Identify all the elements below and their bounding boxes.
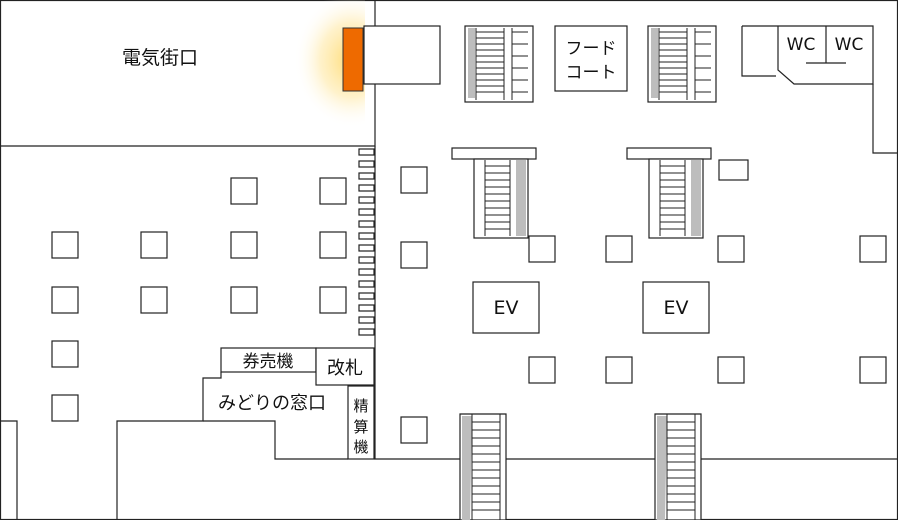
pillar	[859, 235, 887, 263]
ticket-gate-label: 改札	[327, 358, 363, 379]
fare-adjust-label-3: 機	[353, 438, 368, 456]
left-wall-stub	[0, 420, 18, 520]
food-court-label-line2: コート	[566, 63, 617, 83]
pillar	[400, 166, 428, 194]
stairs-bottom-right[interactable]	[654, 413, 702, 520]
pillar	[718, 159, 749, 181]
pillar	[230, 177, 258, 205]
pillar	[717, 235, 745, 263]
pillar	[319, 231, 347, 259]
pillar	[859, 356, 887, 384]
elevator-left-label: EV	[493, 297, 518, 319]
restroom-area[interactable]	[741, 25, 898, 154]
pillar	[140, 286, 168, 314]
food-court-room[interactable]	[554, 25, 628, 92]
ticket-machines-label: 券売機	[243, 352, 294, 372]
pillar	[51, 231, 79, 259]
food-court-label-line1: フード	[566, 39, 617, 59]
pillar	[140, 231, 168, 259]
fare-adjust-label-1: 精	[353, 397, 368, 415]
pillar	[528, 356, 556, 384]
pillar	[400, 241, 428, 269]
elevator-right[interactable]	[642, 281, 710, 334]
midori-window-label: みどりの窓口	[218, 393, 326, 414]
pillar	[230, 286, 258, 314]
ticket-office-block	[116, 146, 898, 520]
pillar	[230, 231, 258, 259]
fare-adjust-label-2: 算	[353, 418, 368, 436]
pillar	[528, 235, 556, 263]
wc-left-label: WC	[787, 35, 816, 55]
wc-right-label: WC	[835, 35, 864, 55]
stairs-middle-left[interactable]	[451, 147, 537, 239]
pillar	[400, 416, 428, 444]
pillar	[51, 394, 79, 422]
fare-adjustment-machine[interactable]	[347, 385, 375, 460]
pillars	[51, 159, 887, 444]
pillar	[605, 235, 633, 263]
elevator-left[interactable]	[472, 281, 540, 334]
ticket-gate-booth[interactable]	[315, 347, 375, 386]
elevator-right-label: EV	[663, 297, 688, 319]
pillar	[319, 286, 347, 314]
ticket-gate-line	[358, 148, 375, 336]
highlighted-exit-marker[interactable]	[342, 27, 364, 92]
pillar	[319, 177, 347, 205]
stairs-top-left[interactable]	[464, 25, 534, 103]
stairs-bottom-left[interactable]	[459, 413, 507, 520]
pillar	[605, 356, 633, 384]
kiosk-block	[363, 25, 441, 85]
pillar	[51, 286, 79, 314]
stairs-middle-right[interactable]	[626, 147, 712, 239]
pillar	[717, 356, 745, 384]
denkigai-exit-label: 電気街口	[122, 47, 198, 69]
pillar	[51, 340, 79, 368]
stairs-top-right[interactable]	[647, 25, 717, 103]
